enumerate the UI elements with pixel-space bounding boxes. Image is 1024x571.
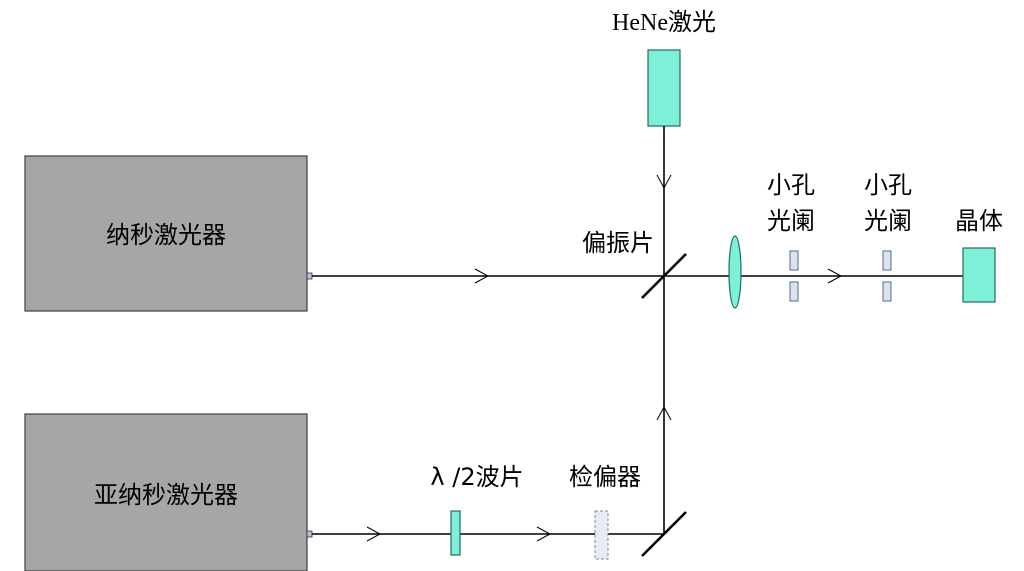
sub-ns-laser-label: 亚纳秒激光器 — [94, 481, 238, 509]
ns-laser-box — [24, 155, 308, 312]
hene-laser-label: HeNe激光 — [612, 9, 716, 36]
sub-ns-laser-output-port — [306, 530, 313, 538]
arrow-after-aperture — [827, 268, 843, 284]
aperture2-label-line1: 小孔 — [864, 171, 912, 199]
focusing-lens — [728, 235, 742, 309]
ns-laser-label: 纳秒激光器 — [106, 221, 226, 249]
analyzer-label: 检偏器 — [569, 463, 641, 491]
aperture1-lower — [789, 281, 799, 302]
half-wave-plate — [450, 510, 461, 556]
arrow-sub-ns-2 — [536, 526, 552, 542]
polarizer-label: 偏振片 — [582, 229, 654, 257]
arrow-hene-down — [656, 174, 672, 190]
half-wave-plate-label: λ /2波片 — [430, 463, 523, 491]
arrow-sub-ns-1 — [366, 526, 382, 542]
arrow-ns-beam — [474, 268, 490, 284]
aperture1-upper — [789, 250, 799, 271]
aperture1-label-line2: 光阑 — [767, 207, 815, 235]
turning-mirror — [641, 511, 687, 557]
aperture2-upper — [882, 250, 892, 271]
analyzer-plate — [594, 510, 609, 560]
aperture2-lower — [882, 281, 892, 302]
crystal-label: 晶体 — [955, 207, 1003, 235]
hene-laser-box — [647, 49, 681, 127]
sub-ns-laser-box — [24, 413, 308, 571]
ns-laser-output-port — [306, 272, 313, 280]
polarizer-mirror — [641, 253, 687, 299]
aperture1-label-line1: 小孔 — [767, 171, 815, 199]
crystal-block — [962, 247, 996, 303]
aperture2-label-line2: 光阑 — [864, 207, 912, 235]
arrow-vertical-up — [656, 405, 672, 421]
